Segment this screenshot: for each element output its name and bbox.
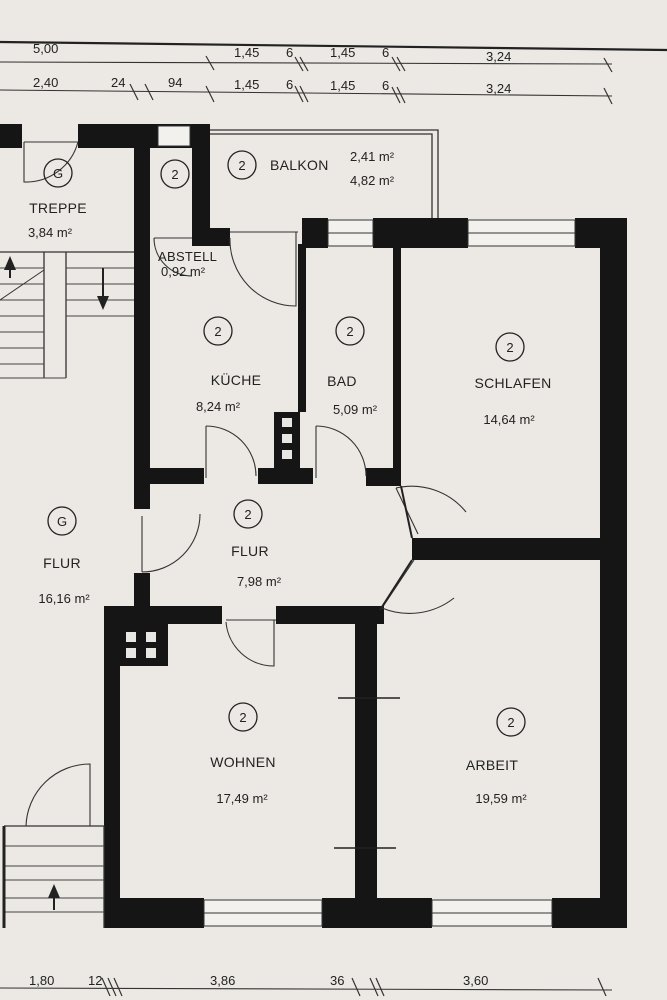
walls (0, 124, 627, 928)
room-flur-name: FLUR (231, 543, 269, 559)
room-schlafen-name: SCHLAFEN (474, 375, 551, 391)
room-schlafen: 2 SCHLAFEN 14,64 m² (474, 332, 551, 427)
room-flur-g-area: 16,16 m² (38, 591, 90, 606)
room-bad-area: 5,09 m² (333, 402, 378, 417)
dim-bottom-c: 3,86 (210, 973, 235, 988)
dim-bottom-e: 3,60 (463, 973, 488, 988)
dim-top2-f: 1,45 (330, 78, 355, 93)
room-bad-badge: 2 (346, 324, 353, 339)
dim-top2-g: 6 (382, 78, 389, 93)
room-abstell-name: ABSTELL (158, 249, 217, 264)
dim-bottom-b: 12 (88, 973, 102, 988)
room-schlafen-area: 14,64 m² (483, 412, 535, 427)
room-wohnen: 2 WOHNEN 17,49 m² (210, 702, 276, 806)
balkon-outline (210, 129, 439, 218)
dim-top2-d: 1,45 (234, 77, 259, 92)
room-balkon-badge: 2 (238, 158, 245, 173)
room-bad-name: BAD (327, 373, 357, 389)
room-treppe-area: 3,84 m² (28, 225, 73, 240)
room-balkon-area2: 4,82 m² (350, 173, 395, 188)
room-flur-g: G FLUR 16,16 m² (38, 506, 90, 606)
room-kueche-area: 8,24 m² (196, 399, 241, 414)
room-kueche: 2 KÜCHE 8,24 m² (196, 316, 262, 414)
windows (157, 125, 576, 927)
room-flur-badge: 2 (244, 507, 251, 522)
room-arbeit-area: 19,59 m² (475, 791, 527, 806)
room-kueche-name: KÜCHE (211, 371, 262, 388)
room-balkon: 2 BALKON 2,41 m² 4,82 m² (227, 149, 395, 188)
dim-top2-h: 3,24 (486, 81, 511, 96)
room-abstell-badge: 2 (171, 167, 178, 182)
room-wohnen-area: 17,49 m² (216, 791, 268, 806)
room-flur-g-badge: G (57, 514, 67, 529)
dim-top1-e: 6 (382, 45, 389, 60)
dim-top2-a: 2,40 (33, 75, 58, 90)
room-treppe-name: TREPPE (29, 200, 87, 216)
dim-top2-c: 94 (168, 75, 182, 90)
dim-top2-b: 24 (111, 75, 125, 90)
room-treppe-badge: G (53, 166, 63, 181)
chimney-flues (126, 418, 292, 658)
room-wohnen-name: WOHNEN (210, 754, 276, 770)
dim-top1-f: 3,24 (486, 49, 511, 64)
room-kueche-badge: 2 (214, 324, 221, 339)
room-abstell-area: 0,92 m² (161, 264, 206, 279)
dimension-lines-bottom: 1,80 12 3,86 36 3,60 (0, 973, 613, 997)
dim-top1-a: 5,00 (33, 41, 58, 56)
room-balkon-area1: 2,41 m² (350, 149, 395, 164)
room-treppe: G TREPPE 3,84 m² (28, 158, 87, 240)
dim-top1-b: 1,45 (234, 45, 259, 60)
room-bad: 2 BAD 5,09 m² (327, 316, 378, 417)
room-arbeit: 2 ARBEIT 19,59 m² (466, 707, 527, 806)
room-abstell: 2 ABSTELL 0,92 m² (158, 159, 217, 279)
room-schlafen-badge: 2 (506, 340, 513, 355)
dimension-lines-top: 5,00 1,45 6 1,45 6 3,24 2,40 24 94 1,45 … (0, 40, 667, 105)
room-arbeit-badge: 2 (507, 715, 514, 730)
dim-top2-e: 6 (286, 77, 293, 92)
room-flur: 2 FLUR 7,98 m² (231, 499, 282, 589)
dim-bottom-a: 1,80 (29, 973, 54, 988)
room-flur-area: 7,98 m² (237, 574, 282, 589)
dim-top1-d: 1,45 (330, 45, 355, 60)
staircase (0, 251, 134, 928)
room-arbeit-name: ARBEIT (466, 757, 519, 773)
room-wohnen-badge: 2 (239, 710, 246, 725)
room-balkon-name: BALKON (270, 157, 329, 173)
dim-bottom-d: 36 (330, 973, 344, 988)
room-flur-g-name: FLUR (43, 555, 81, 571)
dim-top1-c: 6 (286, 45, 293, 60)
doors (23, 141, 467, 849)
